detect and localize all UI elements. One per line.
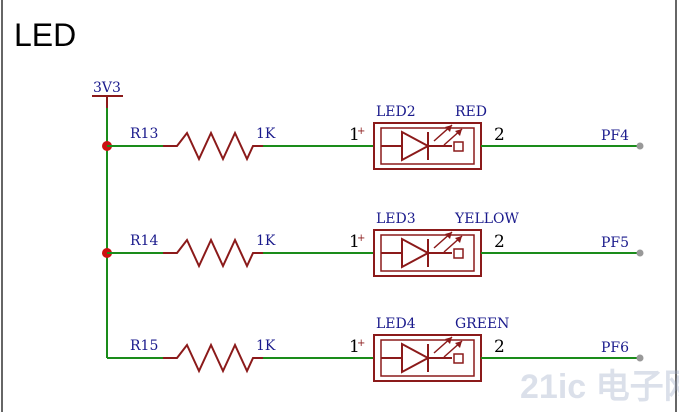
net-port-dot <box>636 354 644 362</box>
led-row: R15 1K LED4 GREEN 1+2 PF6 <box>107 316 644 382</box>
led-lens-square <box>453 353 464 364</box>
resistor-value: 1K <box>256 338 276 354</box>
resistor-ref: R14 <box>130 233 158 249</box>
led-lens-square <box>453 248 464 259</box>
led-lens-square <box>453 141 464 152</box>
resistor-value: 1K <box>256 233 276 249</box>
led-row: R14 1K LED3 YELLOW 1+2 PF5 <box>102 211 644 277</box>
led-color-label: GREEN <box>455 316 509 332</box>
led-row: R13 1K LED2 RED 1+2 PF4 <box>102 104 644 170</box>
emission-arrowhead <box>445 125 452 132</box>
led-ref: LED4 <box>376 316 416 332</box>
resistor-symbol <box>163 130 263 162</box>
resistor-ref: R13 <box>130 126 158 142</box>
pin-cathode-number: 2 <box>494 337 505 357</box>
pin-cathode-number: 2 <box>494 125 505 145</box>
pin-anode-number: 1 <box>349 232 360 252</box>
plus-sign: + <box>357 126 365 137</box>
emission-arrowhead <box>445 337 452 344</box>
diode-triangle <box>401 130 431 162</box>
net-label: PF6 <box>601 340 629 356</box>
plus-sign: + <box>357 233 365 244</box>
led-ref: LED2 <box>376 104 416 120</box>
diode-triangle <box>401 237 431 269</box>
plus-sign: + <box>357 338 365 349</box>
led-color-label: YELLOW <box>454 211 520 227</box>
pin-cathode-number: 2 <box>494 232 505 252</box>
net-port-dot <box>636 142 644 150</box>
net-label: PF4 <box>601 128 629 144</box>
diode-triangle <box>401 342 431 374</box>
resistor-symbol <box>163 342 263 374</box>
net-label: PF5 <box>601 235 629 251</box>
emission-arrowhead <box>445 232 452 239</box>
resistor-ref: R15 <box>130 338 158 354</box>
resistor-symbol <box>163 237 263 269</box>
pin-anode-number: 1 <box>349 337 360 357</box>
resistor-value: 1K <box>256 126 276 142</box>
emission-arrowhead <box>455 341 462 348</box>
power-label: 3V3 <box>93 80 121 96</box>
watermark: 21ic 电子网 <box>520 368 679 406</box>
sheet-title: LED <box>14 17 76 53</box>
led-ref: LED3 <box>376 211 416 227</box>
led-color-label: RED <box>455 104 487 120</box>
emission-arrowhead <box>455 236 462 243</box>
emission-arrowhead <box>455 129 462 136</box>
net-port-dot <box>636 249 644 257</box>
watermark-text: 21ic 电子网 <box>520 368 679 406</box>
pin-anode-number: 1 <box>349 125 360 145</box>
